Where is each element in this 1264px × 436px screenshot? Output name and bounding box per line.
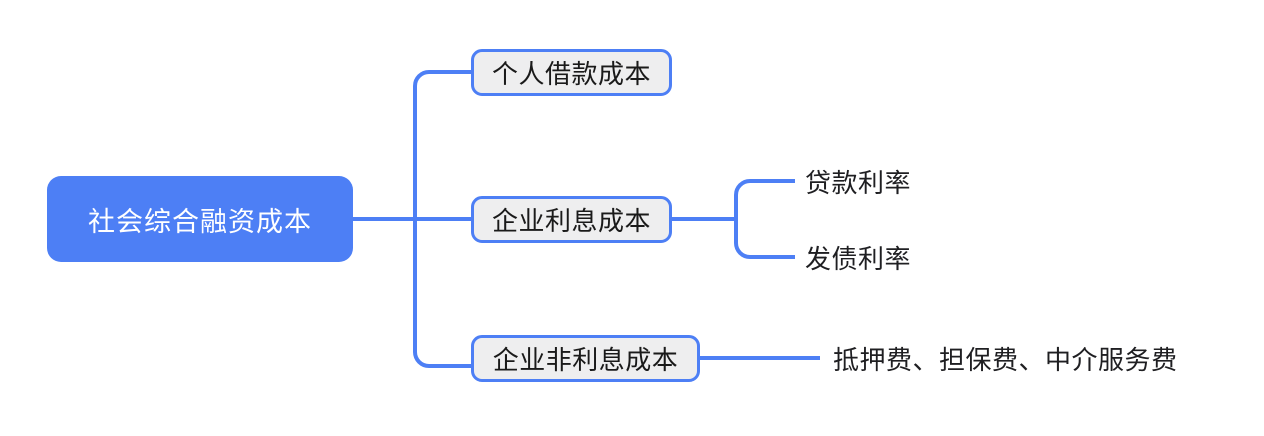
leaf-label-text: 发债利率	[805, 243, 912, 274]
leaf-label-text: 抵押费、担保费、中介服务费	[833, 344, 1178, 375]
branch-node-label: 个人借款成本	[491, 59, 651, 89]
branch-node-label: 企业利息成本	[491, 206, 651, 236]
branch-node-label: 企业非利息成本	[492, 345, 679, 375]
root-node[interactable]: 社会综合融资成本	[47, 176, 353, 262]
leaf-label-text: 贷款利率	[805, 167, 912, 198]
connector-sub-spine	[734, 179, 795, 259]
branch-node-enterprise-non-interest-cost[interactable]: 企业非利息成本	[471, 335, 700, 382]
branch-node-enterprise-interest-cost[interactable]: 企业利息成本	[471, 196, 672, 243]
leaf-label-loan-rate[interactable]: 贷款利率	[805, 163, 911, 199]
branch-node-personal-borrowing-cost[interactable]: 个人借款成本	[471, 49, 672, 96]
leaf-label-bond-issuance-rate[interactable]: 发债利率	[805, 239, 911, 275]
leaf-label-non-interest-fees[interactable]: 抵押费、担保费、中介服务费	[833, 340, 1178, 376]
root-node-label: 社会综合融资成本	[88, 206, 312, 237]
